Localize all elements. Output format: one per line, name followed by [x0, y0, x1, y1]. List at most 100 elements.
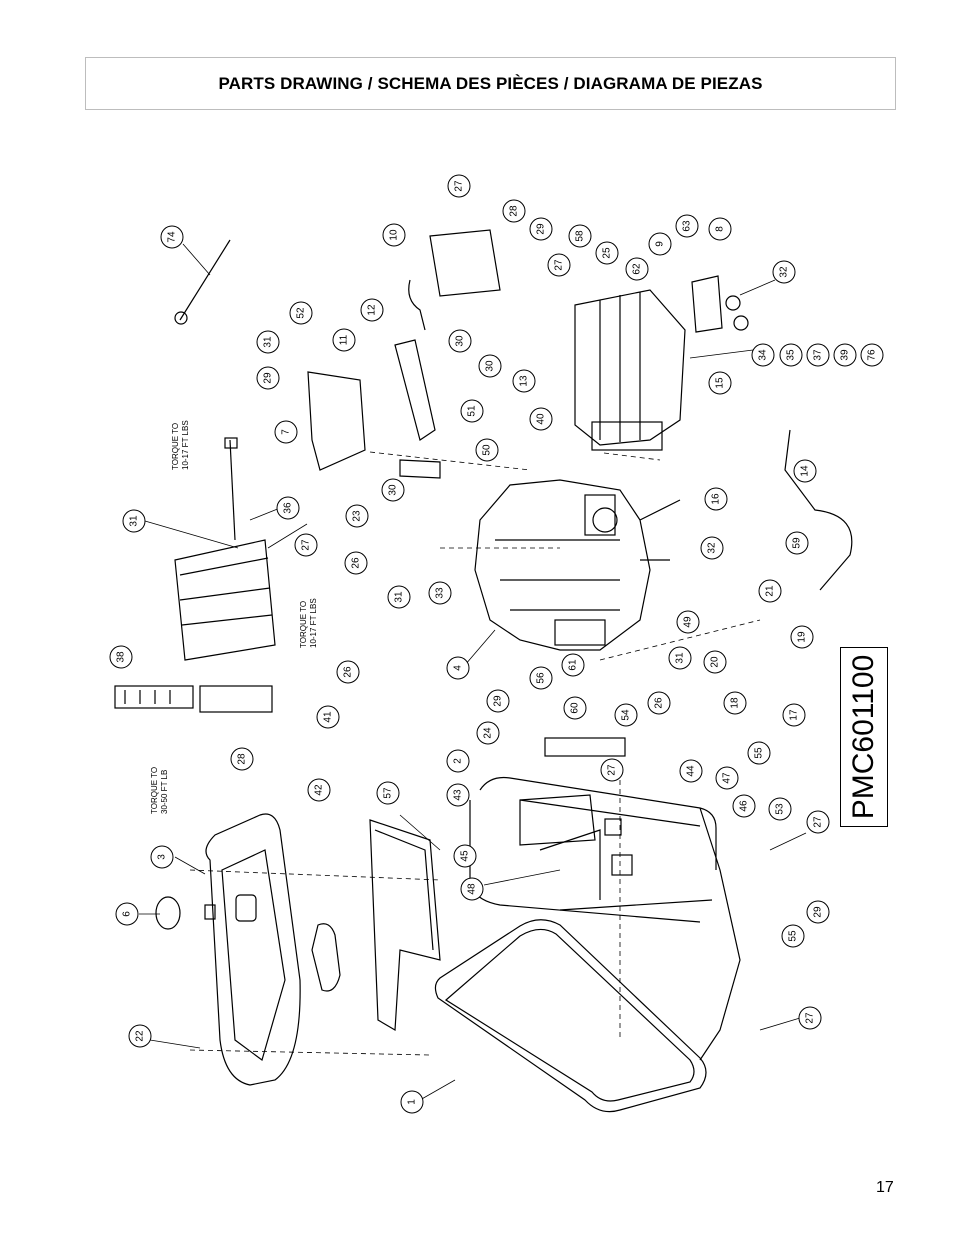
callout-circle — [568, 224, 592, 248]
callout-circle — [360, 298, 384, 322]
callout-c45: 45 — [453, 844, 477, 868]
callout-circle — [781, 924, 805, 948]
callout-label: 16 — [711, 493, 722, 505]
callout-c15: 15 — [708, 371, 732, 395]
callout-circle — [648, 232, 672, 256]
callout-circle — [790, 625, 814, 649]
callout-label: 34 — [758, 349, 769, 361]
callout-label: 32 — [707, 542, 718, 554]
callout-circle — [453, 844, 477, 868]
callout-label: 22 — [135, 1030, 146, 1042]
callout-c61: 61 — [561, 653, 585, 677]
callout-circle — [476, 721, 500, 745]
callout-circle — [256, 330, 280, 354]
callout-c19: 19 — [790, 625, 814, 649]
callout-label: 2 — [453, 758, 464, 764]
callout-label: 55 — [788, 930, 799, 942]
callout-c29b: 29 — [529, 217, 553, 241]
callout-circle — [563, 696, 587, 720]
page-header: PARTS DRAWING / SCHEMA DES PIÈCES / DIAG… — [85, 57, 896, 110]
callout-c27d: 27 — [600, 758, 624, 782]
panel-drawing — [369, 819, 441, 1032]
callout-c1: 1 — [400, 1090, 424, 1114]
callout-circle — [345, 504, 369, 528]
callout-label: 23 — [352, 510, 363, 522]
page-title: PARTS DRAWING / SCHEMA DES PIÈCES / DIAG… — [218, 73, 763, 93]
fuel-tank-drawing — [155, 813, 341, 1086]
callout-circle — [747, 741, 771, 765]
callout-c35: 35 — [779, 343, 803, 367]
callout-circle — [128, 1024, 152, 1048]
callout-label: 51 — [467, 405, 478, 417]
callout-c27c: 27 — [294, 533, 318, 557]
callout-circle — [332, 328, 356, 352]
callout-c50: 50 — [475, 438, 499, 462]
callout-label: 27 — [301, 539, 312, 551]
callout-circle — [860, 343, 884, 367]
torque-note-top: TORQUE TO 10-17 FT LBS — [171, 420, 190, 470]
callout-circle — [294, 533, 318, 557]
callout-label: 58 — [575, 230, 586, 242]
callout-circle — [668, 646, 692, 670]
callout-c30a: 30 — [448, 329, 472, 353]
callout-c29c: 29 — [486, 689, 510, 713]
model-number: PMC601100 — [847, 654, 880, 820]
callout-circle — [833, 343, 857, 367]
callout-circle — [502, 199, 526, 223]
callout-c29a: 29 — [256, 366, 280, 390]
callout-circle — [307, 778, 331, 802]
callout-label: 27 — [554, 259, 565, 271]
callout-label: 25 — [602, 247, 613, 259]
control-panel-drawing — [114, 685, 633, 876]
callout-circle — [614, 703, 638, 727]
callout-c32a: 32 — [772, 260, 796, 284]
callout-c4: 4 — [446, 656, 470, 680]
callout-c31d: 31 — [668, 646, 692, 670]
callout-label: 31 — [394, 591, 405, 603]
callout-c17: 17 — [782, 703, 806, 727]
callout-label: 7 — [281, 429, 292, 435]
callout-label: 27 — [805, 1012, 816, 1024]
callout-circle — [561, 653, 585, 677]
callout-circle — [382, 223, 406, 247]
callout-circle — [625, 257, 649, 281]
callout-c38: 38 — [109, 645, 133, 669]
callout-label: 48 — [467, 883, 478, 895]
callout-c27f: 27 — [798, 1006, 822, 1030]
callout-c59: 59 — [785, 531, 809, 555]
torque-note-bottom: TORQUE TO 30-50 FT LB — [150, 765, 169, 814]
callout-label: 57 — [383, 787, 394, 799]
callout-circle — [486, 689, 510, 713]
callout-label: 15 — [715, 377, 726, 389]
callout-c39: 39 — [833, 343, 857, 367]
callout-circle — [715, 766, 739, 790]
callout-label: 19 — [797, 631, 808, 643]
callout-circle — [529, 666, 553, 690]
callout-circle — [460, 399, 484, 423]
callout-c29d: 29 — [806, 900, 830, 924]
callout-label: 54 — [621, 709, 632, 721]
callout-label: 63 — [682, 220, 693, 232]
callout-label: 31 — [129, 515, 140, 527]
callout-c25: 25 — [595, 241, 619, 265]
callout-c30b: 30 — [478, 354, 502, 378]
callout-c31a: 31 — [256, 330, 280, 354]
callout-label: 33 — [435, 587, 446, 599]
callout-c26c: 26 — [647, 691, 671, 715]
callout-circle — [478, 354, 502, 378]
callout-label: 17 — [789, 709, 800, 721]
callout-circle — [676, 610, 700, 634]
callout-label: 37 — [813, 349, 824, 361]
callout-label: 50 — [482, 444, 493, 456]
callout-label: 6 — [122, 911, 133, 917]
callout-label: 3 — [157, 854, 168, 860]
callout-c12: 12 — [360, 298, 384, 322]
callout-c63: 63 — [675, 214, 699, 238]
callout-circle — [704, 487, 728, 511]
callout-c3: 3 — [150, 845, 174, 869]
callout-circle — [785, 531, 809, 555]
callout-c62: 62 — [625, 257, 649, 281]
callout-circle — [708, 371, 732, 395]
callout-c28b: 28 — [230, 747, 254, 771]
leader-lines — [139, 243, 807, 1101]
